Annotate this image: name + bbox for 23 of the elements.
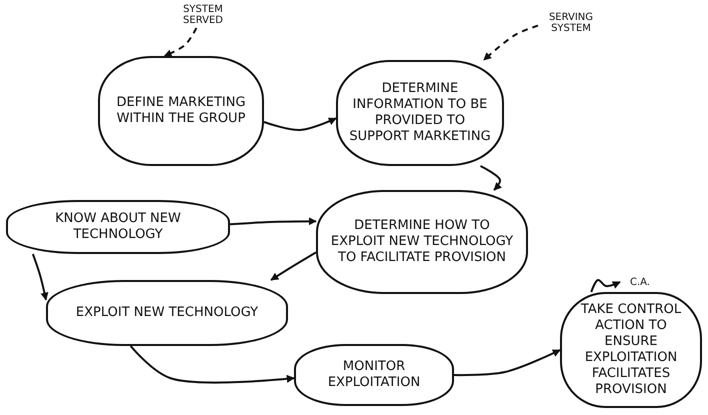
node-text: EXPLOIT NEW TECHNOLOGY — [74, 304, 260, 322]
arrow — [480, 165, 502, 191]
arrow — [230, 217, 317, 226]
arrow — [32, 254, 48, 301]
node-text: KNOW ABOUT NEW TECHNOLOGY — [54, 210, 182, 244]
arrow — [454, 349, 561, 376]
arrow — [264, 117, 337, 131]
node-text: DETERMINE HOW TO EXPLOIT NEW TECHNOLOGY TO FACILITATE PROVISION — [330, 217, 514, 267]
process-blob — [294, 344, 454, 406]
node-text: TAKE CONTROL ACTION TO ENSURE EXPLOITATION FACILITATES PROVISION — [580, 301, 682, 399]
annotation-text: C.A. — [630, 276, 650, 288]
node-text: DETERMINE INFORMATION TO BE PROVIDED TO SUPPORT MARKETING — [348, 80, 492, 146]
annotation-text: SERVING SYSTEM — [548, 12, 594, 34]
process-blob — [560, 292, 702, 408]
arrow — [483, 24, 538, 61]
arrow — [270, 252, 317, 281]
annotation-text: SYSTEM SERVED — [182, 4, 224, 26]
node-text: MONITOR EXPLOITATION — [326, 358, 422, 392]
arrow — [130, 345, 295, 384]
node-text: DEFINE MARKETING WITHIN THE GROUP — [115, 94, 247, 128]
process-blob — [46, 280, 288, 346]
arrow — [590, 279, 621, 292]
arrow — [164, 28, 198, 57]
